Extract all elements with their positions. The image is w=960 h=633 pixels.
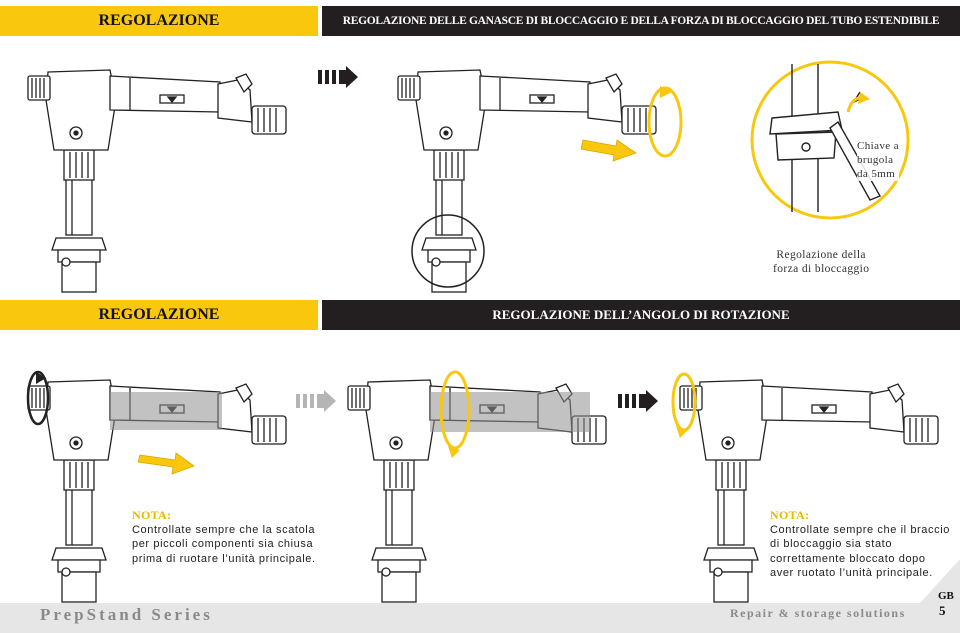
note-line: aver ruotato l’unità principale.	[770, 567, 933, 579]
section2-header: REGOLAZIONE REGOLAZIONE DELL’ANGOLO DI R…	[0, 300, 960, 330]
wrench-label-line: brugola	[857, 154, 894, 166]
caption-line: forza di bloccaggio	[773, 263, 870, 275]
footer: PrepStand Series Repair & storage soluti…	[0, 590, 960, 633]
clamp-illustration-1	[27, 69, 287, 293]
section1-title: REGOLAZIONE DELLE GANASCE DI BLOCCAGGIO …	[322, 6, 960, 36]
rotate-arrow-icon	[26, 370, 50, 426]
clamp-illustration-2	[397, 69, 657, 293]
step-arrow-icon	[618, 390, 658, 412]
note-heading: NOTA:	[132, 508, 172, 522]
push-arrow-icon	[580, 139, 637, 162]
clamp-force-caption: Regolazione della forza di bloccaggio	[773, 248, 869, 276]
wrench-label: Chiave a brugola da 5mm	[857, 139, 899, 181]
section2-title: REGOLAZIONE DELL’ANGOLO DI ROTAZIONE	[322, 300, 960, 330]
note-line: correttamente bloccato dopo	[770, 552, 926, 565]
tagline: Repair & storage solutions	[730, 606, 906, 620]
detail-circle-small	[411, 214, 485, 288]
step-arrow-icon	[296, 390, 336, 412]
note-line: Controllate sempre che il braccio	[770, 523, 950, 536]
rotate-arrow-icon	[439, 370, 471, 450]
footer-corner	[920, 559, 960, 603]
note-line: prima di ruotare l’unità principale.	[132, 552, 316, 565]
step-arrow-icon	[318, 66, 358, 88]
section2-tag: REGOLAZIONE	[0, 300, 318, 330]
note-left: NOTA: Controllate sempre che la scatola …	[132, 508, 316, 566]
page-number: 5	[939, 603, 946, 618]
wrench-label-line: da 5mm	[857, 168, 896, 180]
note-line: di bloccaggio sia stato	[770, 538, 893, 550]
section1-header: REGOLAZIONE REGOLAZIONE DELLE GANASCE DI…	[0, 6, 960, 36]
note-heading: NOTA:	[770, 508, 810, 522]
note-right: NOTA: Controllate sempre che il braccio …	[770, 508, 950, 581]
caption-line: Regolazione della	[776, 249, 866, 261]
push-arrow-icon	[137, 452, 195, 475]
note-line: Controllate sempre che la scatola	[132, 523, 316, 536]
section1-tag: REGOLAZIONE	[0, 6, 318, 36]
wrench-label-line: Chiave a	[857, 140, 899, 152]
series-name: PrepStand Series	[40, 605, 213, 624]
note-line: per piccoli componenti sia chiusa	[132, 538, 314, 550]
rotate-arrow-icon	[647, 86, 683, 158]
language-code: GB	[938, 590, 954, 602]
